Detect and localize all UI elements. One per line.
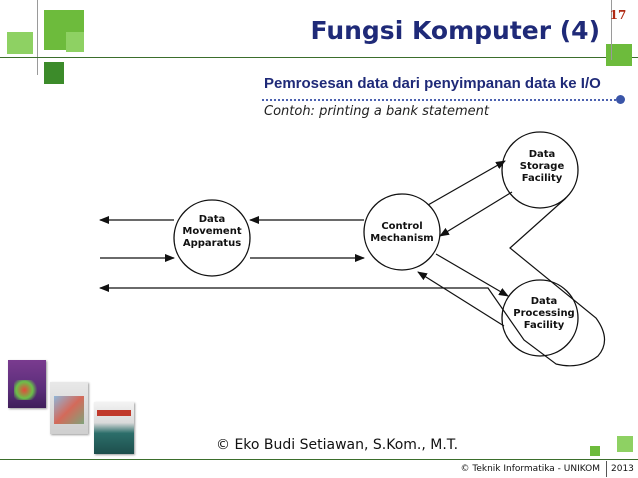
label-data-processing-facility: Data Processing Facility xyxy=(513,296,575,331)
decor-vertical-line xyxy=(611,0,612,60)
book-cover-image xyxy=(50,382,88,434)
footer-divider xyxy=(606,461,607,477)
author-credit: © Eko Budi Setiawan, S.Kom., M.T. xyxy=(216,437,459,453)
node-data-processing-facility xyxy=(501,279,579,357)
node-data-storage-facility xyxy=(501,131,579,209)
page-number: 17 xyxy=(609,8,627,22)
decor-square xyxy=(617,436,633,452)
dotted-divider xyxy=(262,99,620,101)
arrow-storage-to-control xyxy=(439,191,513,237)
footer-rule xyxy=(0,459,638,460)
loop-storage-to-io xyxy=(99,197,606,367)
arrow-control-to-storage xyxy=(427,160,506,206)
decor-vertical-line xyxy=(37,0,38,75)
decor-square xyxy=(590,446,600,456)
slide-title: Fungsi Komputer (4) xyxy=(310,16,600,45)
arrow-control-to-processing xyxy=(435,253,509,297)
divider-end-dot xyxy=(616,95,625,104)
label-data-storage-facility: Data Storage Facility xyxy=(519,149,565,184)
decor-square xyxy=(606,44,632,66)
footer-institution: © Teknik Informatika - UNIKOM xyxy=(460,464,600,474)
footer-year: 2013 xyxy=(611,464,634,474)
label-data-movement-apparatus: Data Movement Apparatus xyxy=(182,214,242,249)
decor-square xyxy=(44,62,64,84)
decor-square xyxy=(66,32,84,52)
label-control-mechanism: Control Mechanism xyxy=(370,221,434,244)
slide-subtitle: Pemrosesan data dari penyimpanan data ke… xyxy=(264,75,601,92)
book-cover-image xyxy=(8,360,46,408)
header-rule xyxy=(0,57,638,58)
node-data-movement-apparatus xyxy=(173,199,251,277)
example-text: Contoh: printing a bank statement xyxy=(264,104,489,119)
arrow-processing-to-control xyxy=(417,271,505,327)
book-cover-image xyxy=(94,402,134,454)
decor-square xyxy=(7,32,33,54)
